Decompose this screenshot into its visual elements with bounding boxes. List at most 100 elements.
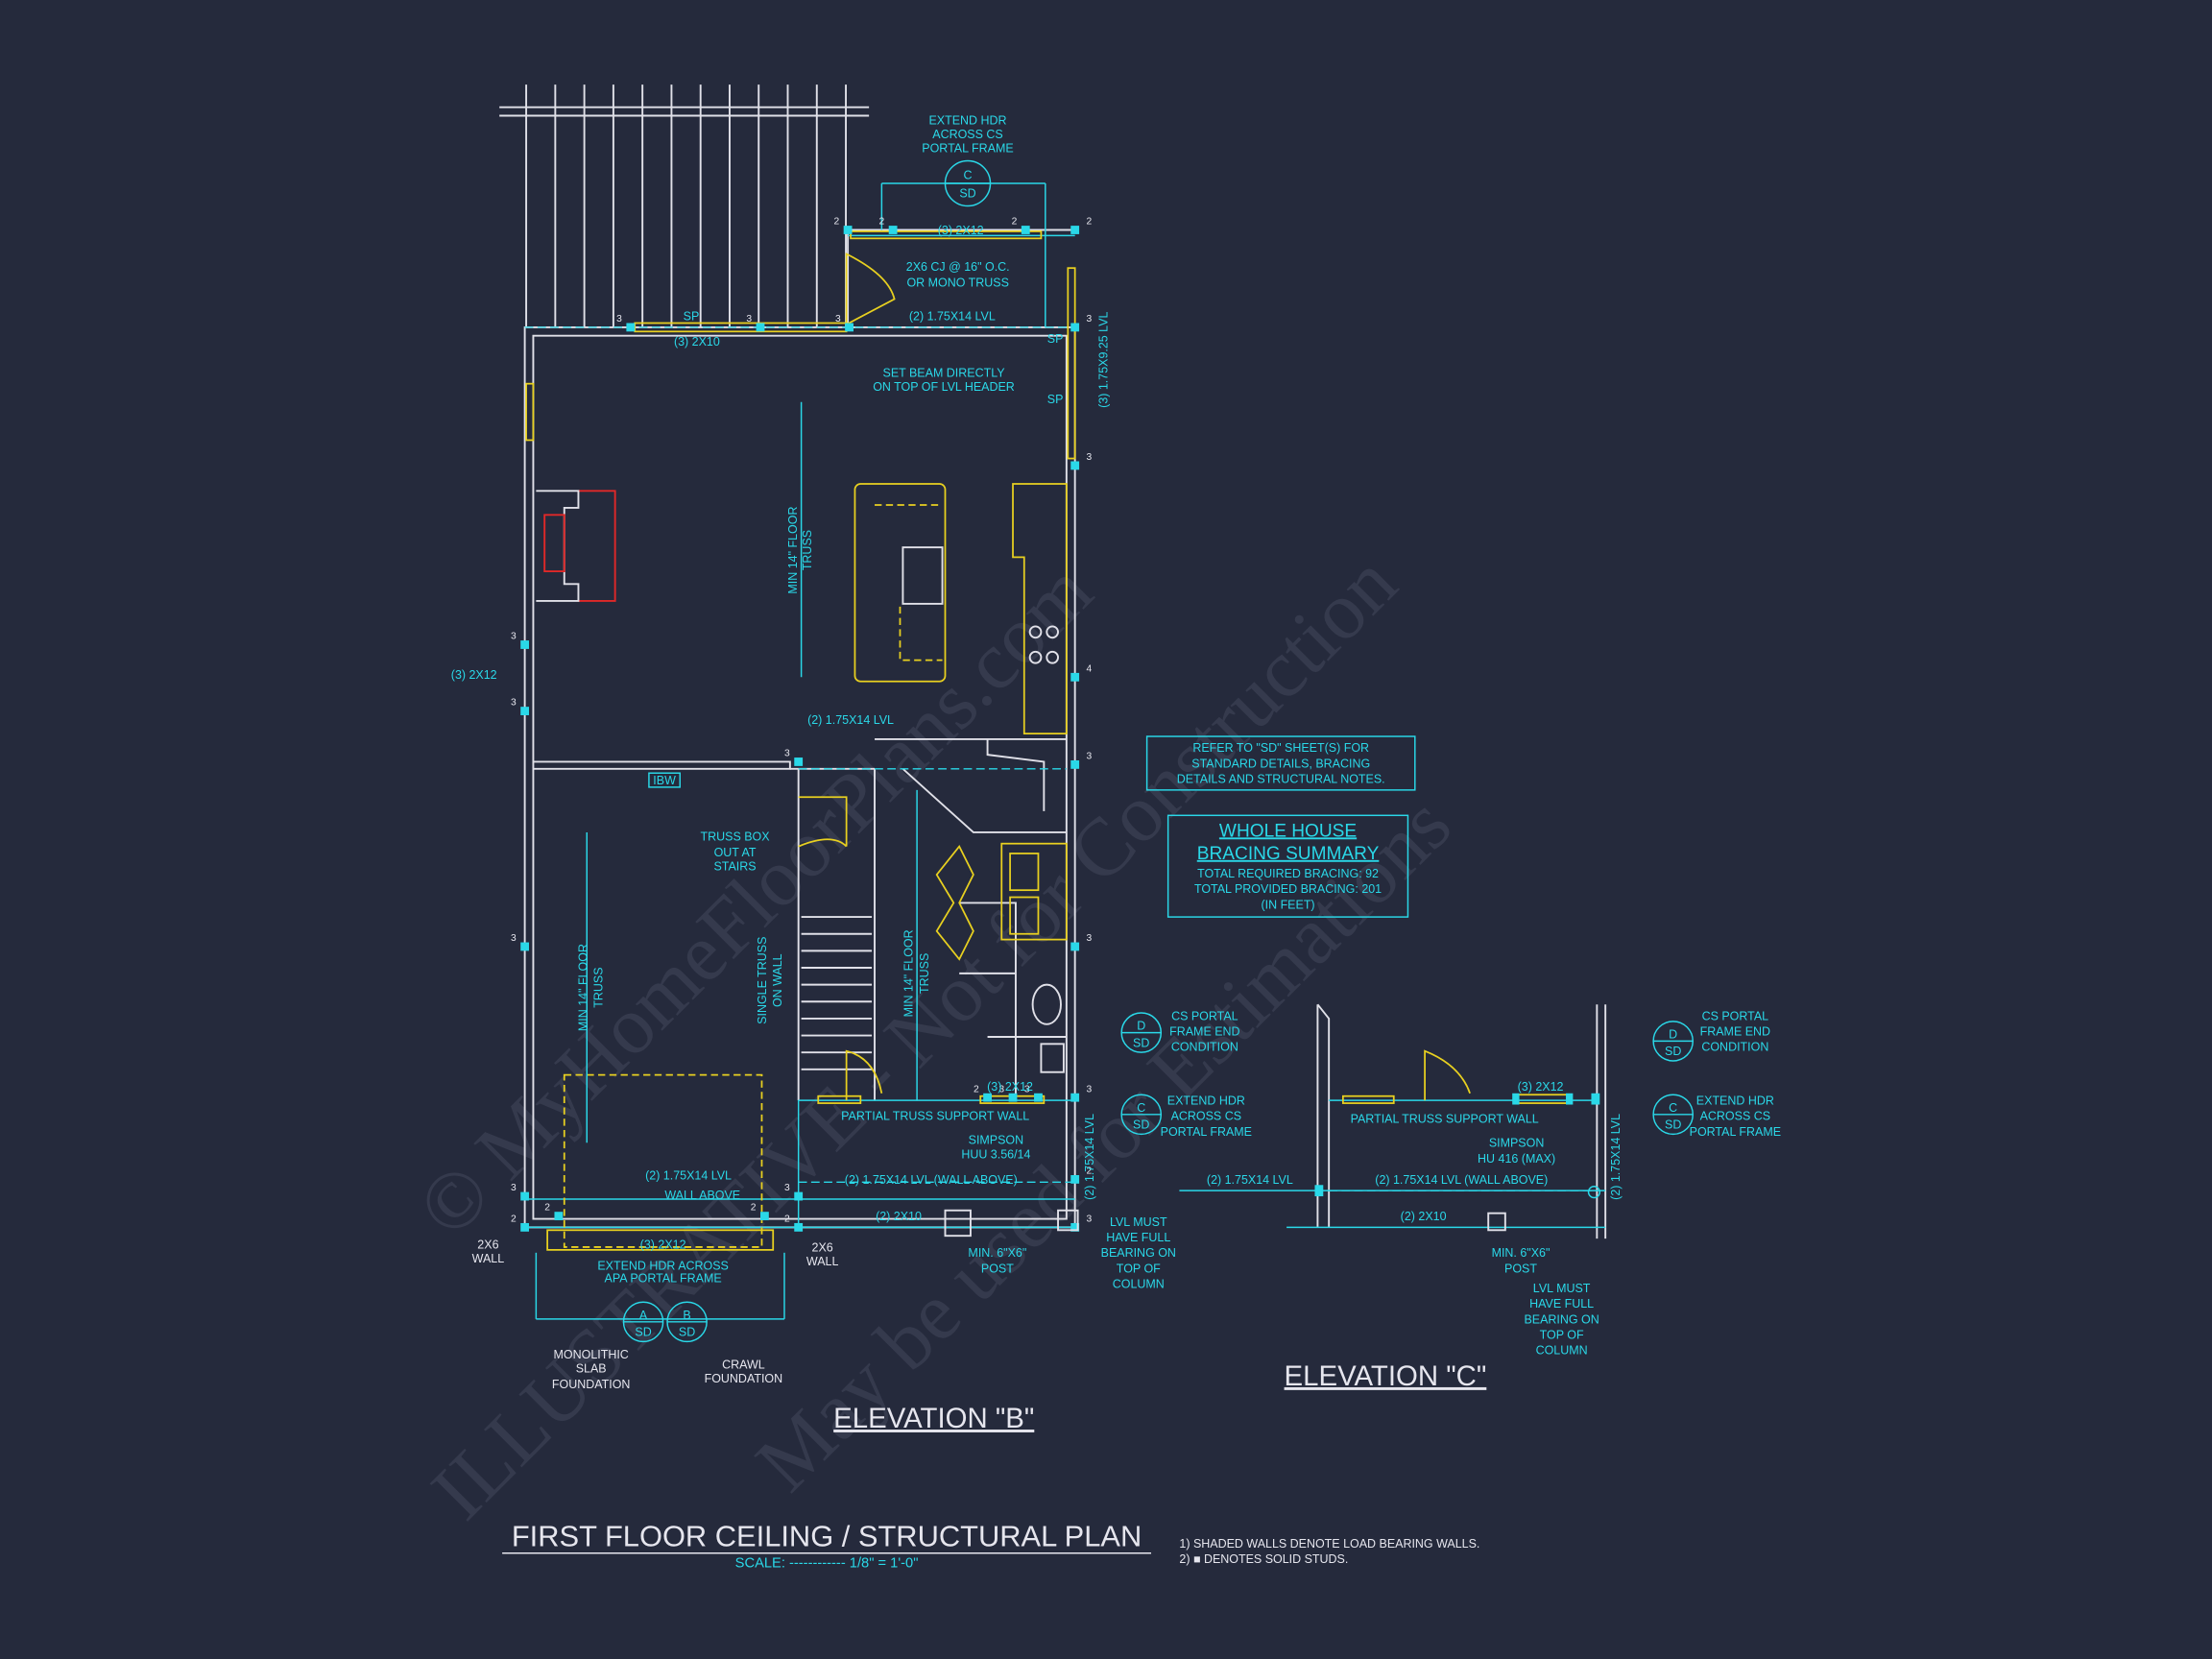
column <box>1057 1209 1079 1232</box>
label-cs-portal: CS PORTAL <box>1171 1009 1238 1022</box>
solid-stud <box>1070 1093 1080 1102</box>
solid-stud <box>520 707 530 715</box>
bracing-provided: TOTAL PROVIDED BRACING: 201 <box>1194 882 1382 896</box>
label-lvl-left: (2) 1.75x14 LVL <box>645 1168 732 1182</box>
refer-note-line: REFER TO "SD" SHEET(S) FOR <box>1192 741 1369 755</box>
tag-letter: D <box>1669 1027 1677 1041</box>
tag-letter: D <box>1137 1020 1145 1033</box>
plan-b-labels: EXTEND HDR ACROSS CS PORTAL FRAME C SD (… <box>451 113 1252 1434</box>
label-post: MIN. 6"x6" <box>1492 1246 1551 1260</box>
section-tag-d[interactable]: D SD <box>1120 1012 1163 1053</box>
front-door-doors <box>525 252 1076 1251</box>
tag-sheet: SD <box>1133 1118 1149 1132</box>
label-lvl-must-2: HAVE FULL <box>1106 1231 1170 1244</box>
solid-stud <box>1008 1093 1018 1102</box>
tag-sheet: SD <box>1665 1118 1681 1132</box>
stud-count: 3 <box>511 698 517 709</box>
solid-stud <box>794 757 804 766</box>
elevation-b-title: ELEVATION "B" <box>833 1403 1034 1434</box>
label-simpson-2: HU 416 (MAX) <box>1478 1152 1555 1166</box>
solid-stud <box>520 640 530 649</box>
label-2x6-right-2: WALL <box>806 1255 839 1268</box>
tag-letter: C <box>1137 1101 1145 1115</box>
solid-stud <box>983 1093 992 1102</box>
section-tag-a[interactable]: A SD <box>622 1301 664 1343</box>
label-cs-portal-3: CONDITION <box>1171 1041 1238 1054</box>
plan-c-labels: (3) 2x12 PARTIAL TRUSS SUPPORT WALL SIMP… <box>1207 1009 1781 1392</box>
label-extend-hdr-2: ACROSS CS <box>1171 1110 1241 1123</box>
label-lvl-must: LVL MUST <box>1533 1282 1591 1295</box>
tag-letter: C <box>1669 1101 1677 1115</box>
fireplace <box>536 490 616 602</box>
label-single-truss: SINGLE TRUSS <box>756 937 769 1024</box>
label-header-left: (3) 2x12 <box>451 668 497 682</box>
label-lvl-must-3: BEARING ON <box>1524 1312 1599 1326</box>
solid-stud <box>520 942 530 951</box>
label-cj-note: 2x6 CJ @ 16" O.C. <box>906 260 1010 274</box>
tag-letter: B <box>683 1309 690 1322</box>
label-set-beam: SET BEAM DIRECTLY <box>883 366 1006 379</box>
section-tag-c-top[interactable]: C SD <box>944 159 992 207</box>
solid-stud <box>520 1222 530 1232</box>
bracing-title-2: BRACING SUMMARY <box>1197 844 1380 864</box>
label-extend-hdr-top-3: PORTAL FRAME <box>922 142 1013 156</box>
solid-stud <box>760 1212 769 1221</box>
section-tag-c[interactable]: C SD <box>1120 1094 1163 1136</box>
stud-count: 2 <box>1087 217 1093 228</box>
stud-count: 2 <box>544 1203 550 1214</box>
stud-count: 3 <box>511 933 517 944</box>
tag-sheet: SD <box>1665 1045 1681 1058</box>
tag-letter: C <box>963 169 972 182</box>
label-crawl: CRAWL <box>722 1358 765 1371</box>
solid-stud <box>794 1191 804 1201</box>
sheet-title-block: FIRST FLOOR CEILING / STRUCTURAL PLAN SC… <box>502 1519 1479 1571</box>
stud-count: 3 <box>1087 752 1093 762</box>
label-lvl-left-2: WALL ABOVE <box>664 1189 740 1202</box>
label-extend-apa: EXTEND HDR ACROSS <box>597 1259 728 1272</box>
laundry <box>935 842 1068 961</box>
sheet-note-2: 2) ■ DENOTES SOLID STUDS. <box>1179 1552 1348 1566</box>
stud-count: 3 <box>1087 1084 1093 1094</box>
label-cs-portal-3: CONDITION <box>1701 1041 1768 1054</box>
stud-count: 3 <box>1087 314 1093 325</box>
label-lvl-wall-above: (2) 1.75x14 LVL (WALL ABOVE) <box>1375 1173 1548 1187</box>
label-extend-hdr-3: PORTAL FRAME <box>1161 1125 1252 1139</box>
stud-count: 3 <box>784 1183 790 1193</box>
label-truss-box: TRUSS BOX <box>701 830 771 844</box>
label-truss-box-3: STAIRS <box>713 860 756 874</box>
stairs <box>798 796 883 1101</box>
label-cj-note-2: OR MONO TRUSS <box>906 276 1008 289</box>
section-tag-b[interactable]: B SD <box>666 1301 708 1343</box>
solid-stud <box>1070 672 1080 682</box>
label-lvl-vertical: (2) 1.75x14 LVL <box>1609 1114 1623 1200</box>
bracing-summary-box: WHOLE HOUSE BRACING SUMMARY TOTAL REQUIR… <box>1166 814 1409 918</box>
solid-stud <box>845 323 854 332</box>
label-truss-box-2: OUT AT <box>714 846 757 859</box>
label-header: (3) 2x12 <box>1518 1080 1564 1094</box>
label-sp: SP <box>1047 393 1064 406</box>
label-lvl-must: LVL MUST <box>1110 1215 1167 1229</box>
label-single-truss-2: ON WALL <box>771 953 784 1007</box>
label-extend-hdr-top: EXTEND HDR <box>928 113 1006 127</box>
label-simpson: SIMPSON <box>969 1134 1024 1147</box>
label-2x6-right: 2x6 <box>812 1240 833 1254</box>
solid-stud <box>1070 323 1080 332</box>
section-tag-d-c[interactable]: D SD <box>1652 1021 1694 1062</box>
section-tag-c-c[interactable]: C SD <box>1652 1094 1694 1136</box>
solid-stud <box>1070 942 1080 951</box>
solid-stud <box>554 1212 564 1221</box>
refer-note-line: STANDARD DETAILS, BRACING <box>1191 757 1370 770</box>
label-extend-hdr: EXTEND HDR <box>1167 1094 1245 1108</box>
kitchen-counter <box>1012 483 1068 734</box>
stud-count: 2 <box>1012 217 1018 228</box>
label-2x6-left-2: WALL <box>472 1252 505 1265</box>
stud-count: 4 <box>1087 663 1093 674</box>
sheet-scale: SCALE: ------------ 1/8" = 1'-0" <box>735 1555 919 1571</box>
label-extend-hdr-3: PORTAL FRAME <box>1690 1125 1781 1139</box>
label-lvl-must-4: TOP OF <box>1540 1328 1584 1341</box>
label-truss-3-2: TRUSS <box>918 953 931 994</box>
label-lvl-left: (2) 1.75x14 LVL <box>1207 1173 1293 1187</box>
label-sp: SP <box>684 310 700 324</box>
